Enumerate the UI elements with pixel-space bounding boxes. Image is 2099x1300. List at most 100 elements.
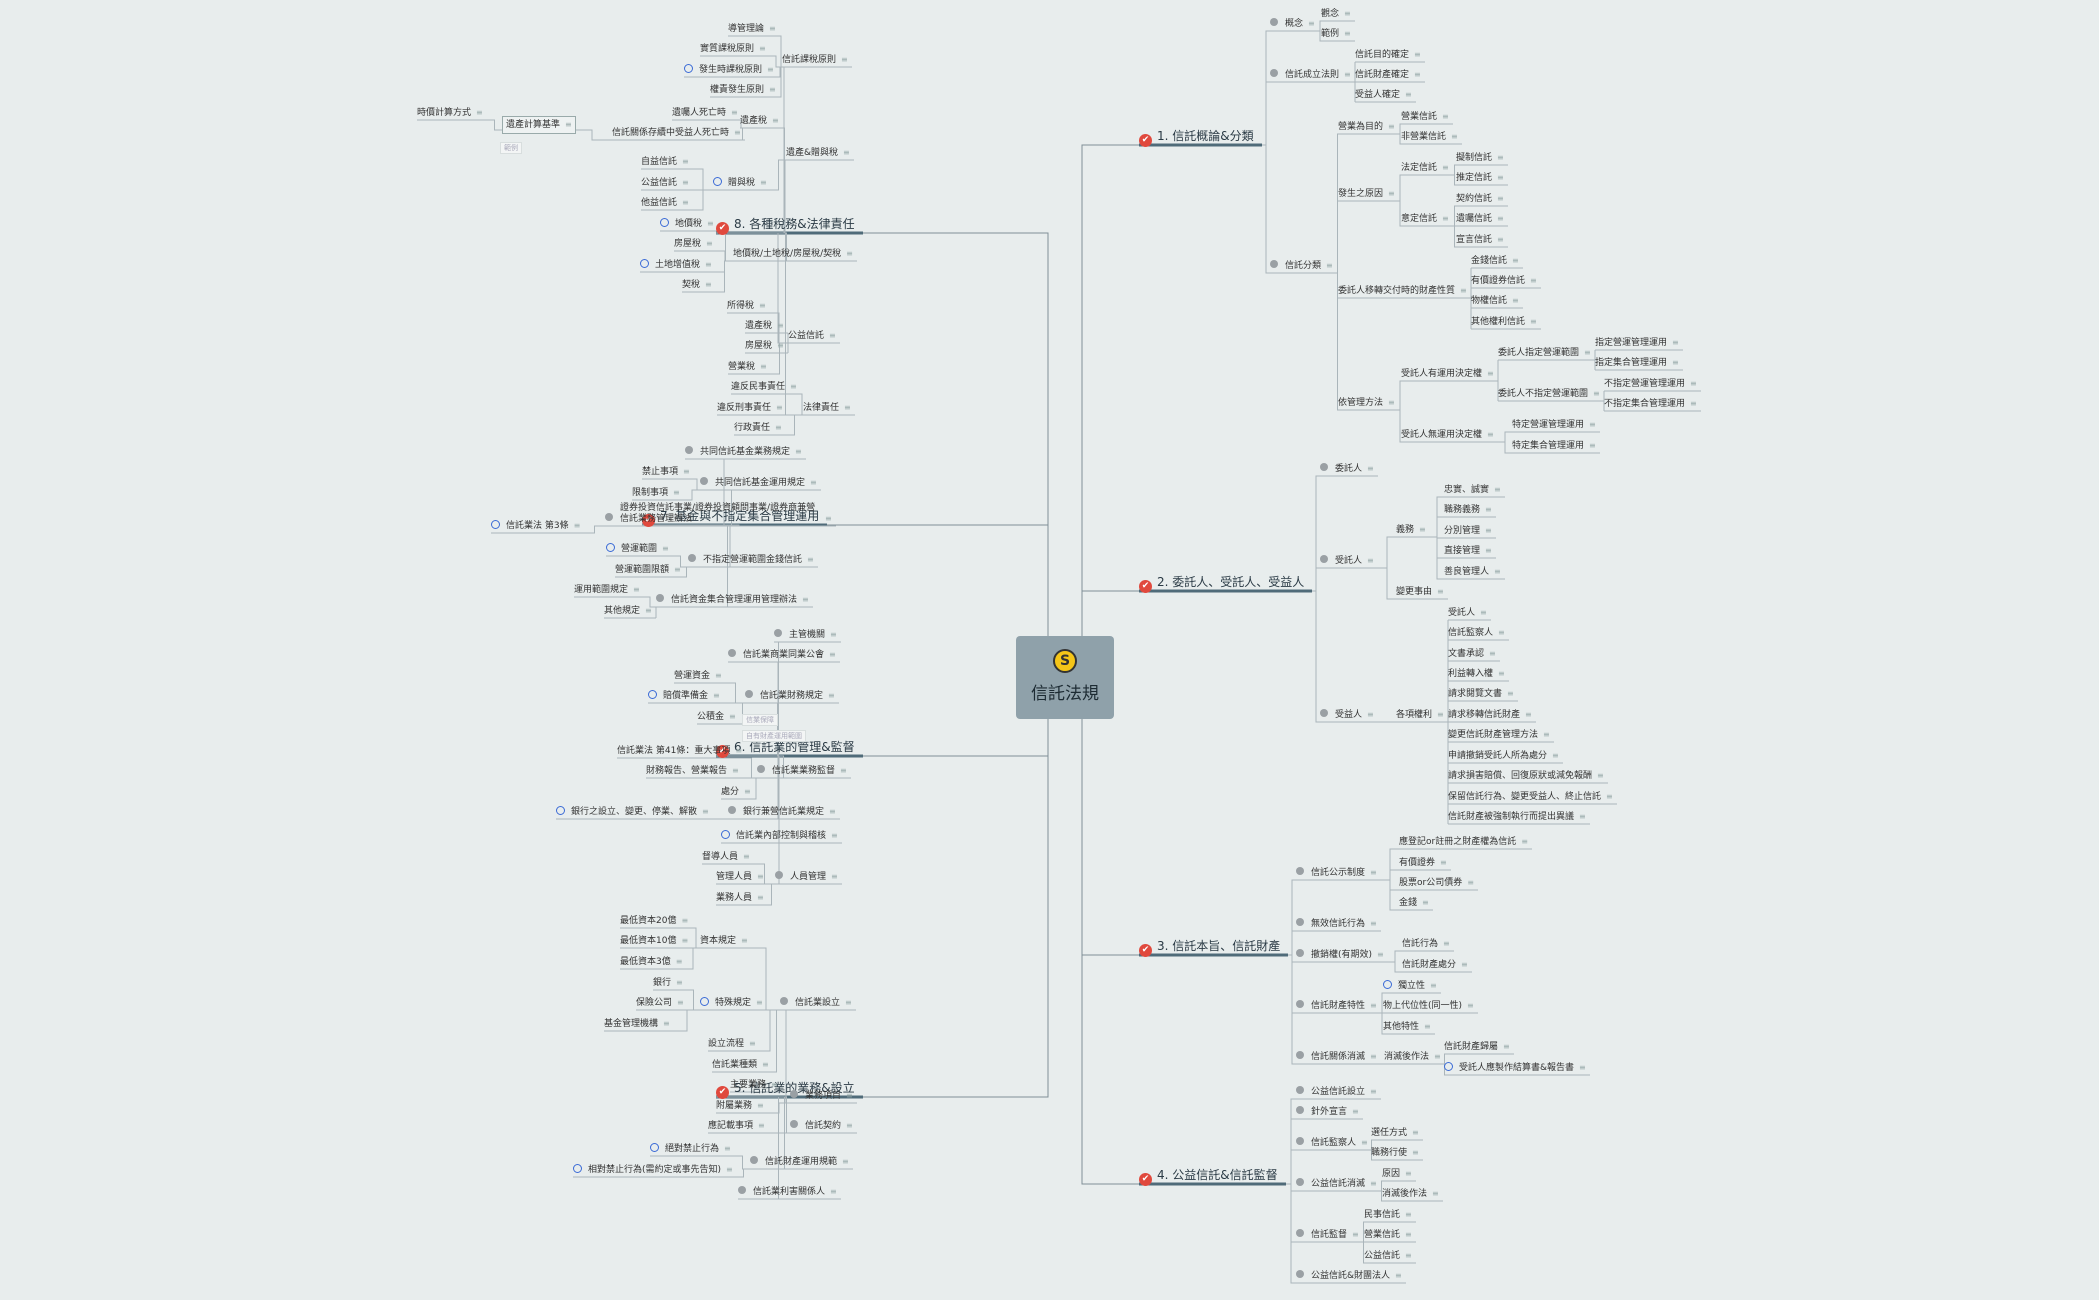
topic-n82[interactable]: 消滅後作法≡ <box>1382 1187 1439 1201</box>
topic-m52[interactable]: 實質課稅原則≡ <box>700 42 766 56</box>
topic-m70[interactable]: 遺產稅≡ <box>745 319 784 333</box>
topic-n39[interactable]: 忠實、誠實≡ <box>1444 483 1501 497</box>
topic-n49[interactable]: 文書承認≡ <box>1448 647 1496 661</box>
topic-n62[interactable]: 金錢≡ <box>1399 896 1429 910</box>
topic-n34[interactable]: 特定營運管理運用≡ <box>1512 418 1596 432</box>
topic-m42[interactable]: 證券投資信託事業/證券投資顧問事業/證券商兼營信託業務管理辦法≡ <box>605 503 832 526</box>
topic-n11[interactable]: 非營業信託≡ <box>1401 130 1458 144</box>
topic-n28[interactable]: 指定營運管理運用≡ <box>1595 336 1679 350</box>
branch-b1[interactable]: ✔1. 信託概論&分類 <box>1139 129 1254 147</box>
topic-n79[interactable]: 職務行使≡ <box>1371 1146 1419 1160</box>
branch-b8[interactable]: ✔8. 各種稅務&法律責任 <box>716 217 855 235</box>
topic-n75[interactable]: 公益信託設立≡ <box>1296 1085 1377 1099</box>
topic-m36[interactable]: 管理人員≡ <box>716 870 764 884</box>
topic-m68[interactable]: 公益信託≡ <box>788 329 836 343</box>
topic-n42[interactable]: 直接管理≡ <box>1444 544 1492 558</box>
topic-n40[interactable]: 職務義務≡ <box>1444 503 1492 517</box>
topic-n68[interactable]: 獨立性≡ <box>1383 979 1437 993</box>
topic-m44[interactable]: 不指定營運範圍金錢信託≡ <box>688 553 814 567</box>
topic-n23[interactable]: 物權信託≡ <box>1471 294 1519 308</box>
topic-n43[interactable]: 善良管理人≡ <box>1444 565 1501 579</box>
topic-m14[interactable]: 附屬業務≡ <box>716 1099 764 1113</box>
topic-m78[interactable]: 時價計算方式≡ <box>417 106 483 120</box>
topic-n57[interactable]: 信託財產被強制執行而提出異議≡ <box>1448 810 1586 824</box>
topic-n45[interactable]: 受益人≡ <box>1320 708 1374 722</box>
topic-m56[interactable]: 遺產稅≡ <box>740 114 779 128</box>
topic-m21[interactable]: 主管機關≡ <box>774 628 837 642</box>
branch-b6[interactable]: ✔6. 信託業的管理&監督 <box>716 740 855 758</box>
topic-n70[interactable]: 其他特性≡ <box>1383 1020 1431 1034</box>
topic-m12[interactable]: 業務項目≡ <box>790 1089 853 1103</box>
topic-n60[interactable]: 有價證券≡ <box>1399 856 1447 870</box>
topic-n35[interactable]: 特定集合管理運用≡ <box>1512 439 1596 453</box>
topic-m51[interactable]: 導管理論≡ <box>728 22 776 36</box>
topic-m64[interactable]: 地價稅≡ <box>660 217 714 231</box>
topic-m57[interactable]: 遺囑人死亡時≡ <box>672 106 738 120</box>
topic-n1[interactable]: 概念≡ <box>1270 17 1315 31</box>
topic-n10[interactable]: 營業信託≡ <box>1401 110 1449 124</box>
topic-m29[interactable]: 財務報告、營業報告≡ <box>646 764 739 778</box>
topic-n20[interactable]: 委託人移轉交付時的財產性質≡ <box>1338 284 1467 298</box>
topic-n84[interactable]: 民事信託≡ <box>1364 1208 1412 1222</box>
topic-m47[interactable]: 信託資金集合管理運用管理辦法≡ <box>656 593 809 607</box>
topic-m38[interactable]: 共同信託基金業務規定≡ <box>685 445 802 459</box>
topic-m33[interactable]: 信託業內部控制與稽核≡ <box>721 829 838 843</box>
topic-n47[interactable]: 受託人≡ <box>1448 606 1487 620</box>
topic-n50[interactable]: 利益轉入權≡ <box>1448 667 1505 681</box>
topic-m20[interactable]: 信託業利害關係人≡ <box>738 1185 837 1199</box>
topic-n77[interactable]: 信託監察人≡ <box>1296 1136 1368 1150</box>
topic-n54[interactable]: 申請撤銷受託人所為處分≡ <box>1448 749 1559 763</box>
branch-b2[interactable]: ✔2. 委託人、受託人、受益人 <box>1139 575 1304 593</box>
topic-m63[interactable]: 地價稅/土地稅/房屋稅/契稅≡ <box>733 247 853 261</box>
topic-n7[interactable]: 受益人確定≡ <box>1355 88 1412 102</box>
topic-n59[interactable]: 應登記or註冊之財產權為信託≡ <box>1399 835 1528 849</box>
topic-n81[interactable]: 原因≡ <box>1382 1167 1412 1181</box>
topic-m45[interactable]: 營運範圍≡ <box>606 542 669 556</box>
topic-m28[interactable]: 信託業法 第41條：重大事項≡ <box>617 744 742 758</box>
topic-n12[interactable]: 發生之原因≡ <box>1338 187 1395 201</box>
topic-n14[interactable]: 擬制信託≡ <box>1456 151 1504 165</box>
topic-n65[interactable]: 信託行為≡ <box>1402 937 1450 951</box>
topic-n22[interactable]: 有價證券信託≡ <box>1471 274 1537 288</box>
topic-n56[interactable]: 保留信託行為、變更受益人、終止信託≡ <box>1448 790 1613 804</box>
topic-m40[interactable]: 禁止事項≡ <box>642 465 690 479</box>
topic-n13[interactable]: 法定信託≡ <box>1401 161 1449 175</box>
topic-n18[interactable]: 遺囑信託≡ <box>1456 212 1504 226</box>
topic-n67[interactable]: 信託財產特性≡ <box>1296 999 1377 1013</box>
topic-m22[interactable]: 信託業商業同業公會≡ <box>728 648 836 662</box>
topic-m60[interactable]: 自益信託≡ <box>641 155 689 169</box>
topic-n19[interactable]: 宣言信託≡ <box>1456 233 1504 247</box>
topic-n6[interactable]: 信託財產確定≡ <box>1355 68 1421 82</box>
topic-m23[interactable]: 信託業財務規定≡ <box>745 689 835 703</box>
topic-m32[interactable]: 銀行之設立、變更、停業、解散≡ <box>556 805 709 819</box>
topic-m31[interactable]: 銀行兼營信託業規定≡ <box>728 805 836 819</box>
topic-m55[interactable]: 遺產&贈與稅≡ <box>786 146 850 160</box>
topic-m46[interactable]: 營運範圍限額≡ <box>615 563 681 577</box>
topic-n73[interactable]: 信託財產歸屬≡ <box>1444 1040 1510 1054</box>
topic-m48[interactable]: 運用範圍規定≡ <box>574 583 640 597</box>
topic-m5[interactable]: 最低資本3億≡ <box>620 955 682 969</box>
topic-n27[interactable]: 委託人指定營運範圍≡ <box>1498 346 1591 360</box>
topic-n37[interactable]: 受託人≡ <box>1320 554 1374 568</box>
topic-n31[interactable]: 不指定營運管理運用≡ <box>1604 377 1697 391</box>
topic-n46[interactable]: 各項權利≡ <box>1396 708 1444 722</box>
topic-n4[interactable]: 信託成立法則≡ <box>1270 68 1351 82</box>
topic-m67[interactable]: 契稅≡ <box>682 278 712 292</box>
topic-m8[interactable]: 保險公司≡ <box>636 996 684 1010</box>
topic-n26[interactable]: 受託人有運用決定權≡ <box>1401 367 1494 381</box>
topic-m34[interactable]: 人員管理≡ <box>775 870 838 884</box>
topic-m17[interactable]: 信託財產運用規範≡ <box>750 1155 849 1169</box>
topic-n87[interactable]: 公益信託&財團法人≡ <box>1296 1269 1402 1283</box>
topic-m3[interactable]: 最低資本20億≡ <box>620 914 688 928</box>
topic-n2[interactable]: 觀念≡ <box>1321 7 1351 21</box>
topic-n53[interactable]: 變更信託財產管理方法≡ <box>1448 728 1550 742</box>
topic-m59[interactable]: 贈與稅≡ <box>713 176 767 190</box>
topic-n15[interactable]: 推定信託≡ <box>1456 171 1504 185</box>
topic-m77[interactable]: 遺產計算基準≡ <box>502 116 576 134</box>
topic-m18[interactable]: 絕對禁止行為≡ <box>650 1142 731 1156</box>
topic-m1[interactable]: 信託業設立≡ <box>780 996 852 1010</box>
topic-n5[interactable]: 信託目的確定≡ <box>1355 48 1421 62</box>
topic-n66[interactable]: 信託財產處分≡ <box>1402 958 1468 972</box>
topic-n44[interactable]: 變更事由≡ <box>1396 585 1444 599</box>
topic-m11[interactable]: 信託業種類≡ <box>712 1058 769 1072</box>
